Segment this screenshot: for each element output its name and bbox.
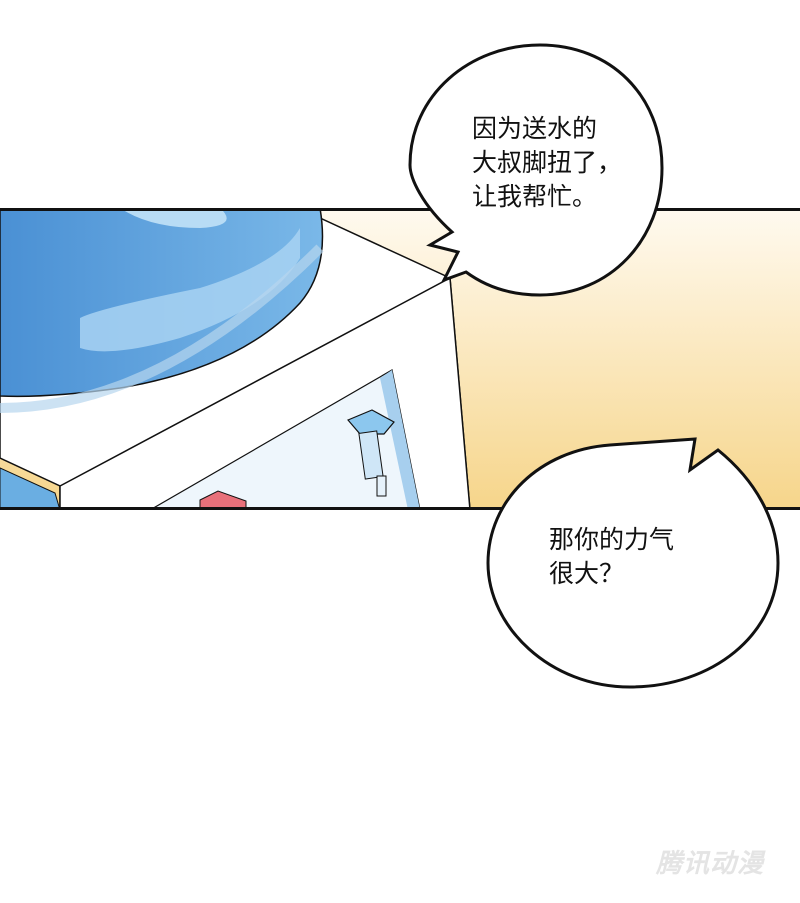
bubble-1-line-3: 让我帮忙。 <box>472 182 598 211</box>
bubble-1-line-1: 因为送水的 <box>472 114 598 143</box>
speech-bubble-1 <box>408 43 664 297</box>
bubble-2-line-1: 那你的力气 <box>549 525 675 554</box>
bubble-2-line-2: 很大？ <box>549 559 625 588</box>
water-dispenser-illustration <box>0 208 800 510</box>
watermark-logo: 腾讯动漫 <box>656 849 765 879</box>
speech-bubble-2 <box>486 437 780 689</box>
speech-bubble-2-text: 那你的力气很大？ <box>549 523 674 591</box>
comic-panel-water-dispenser <box>0 208 800 510</box>
bubble-1-line-2: 大叔脚扭了， <box>472 148 623 177</box>
speech-bubble-1-text: 因为送水的大叔脚扭了， 让我帮忙。 <box>472 112 622 214</box>
